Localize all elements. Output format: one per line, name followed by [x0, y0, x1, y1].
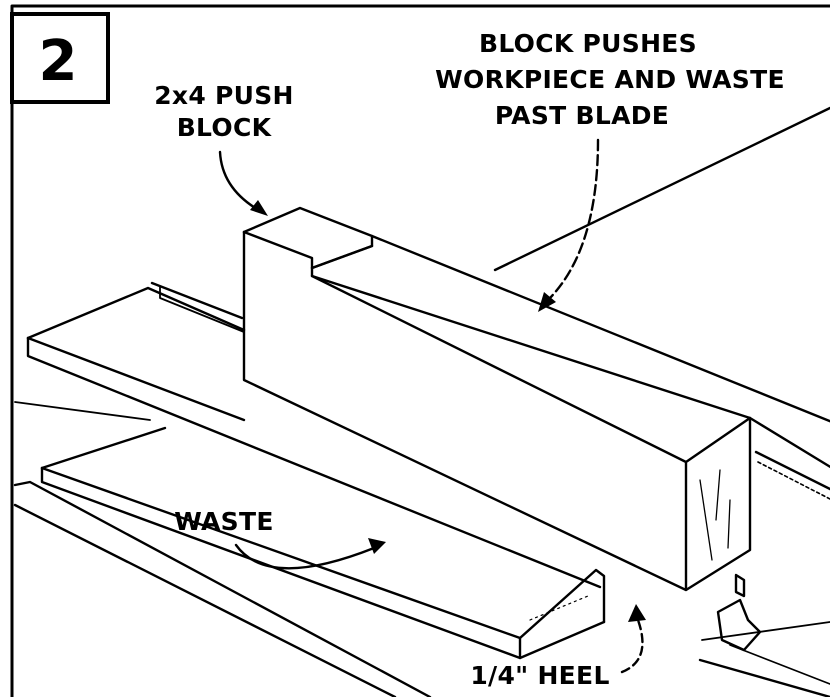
label-push-block-line1: 2x4 PUSH [154, 81, 294, 110]
label-waste: WASTE [174, 507, 273, 536]
rip-fence [370, 106, 830, 500]
table-rails [13, 281, 830, 697]
figure-frame [10, 4, 830, 697]
label-pushes-line3: PAST BLADE [495, 101, 669, 130]
pushes-leader [546, 138, 600, 302]
waste-arrowhead [368, 538, 386, 554]
step-number-badge: 2 [10, 12, 110, 104]
label-push-block-line2: BLOCK [177, 113, 273, 142]
label-pushes-line2: WORKPIECE AND WASTE [435, 65, 785, 94]
pushes-arrowhead [538, 292, 556, 312]
push-block-arrowhead [250, 200, 268, 216]
label-pushes-line1: BLOCK PUSHES [479, 29, 697, 58]
push-block [242, 206, 752, 592]
label-heel: 1/4" HEEL [470, 661, 609, 690]
workpiece [26, 286, 602, 589]
leader-lines [218, 138, 644, 674]
blade-hardware [716, 573, 762, 652]
heel-leader [620, 618, 644, 674]
step-number: 2 [39, 29, 78, 94]
waste-leader [234, 543, 376, 570]
heel-arrowhead [628, 604, 646, 622]
waste-strip [40, 426, 606, 660]
